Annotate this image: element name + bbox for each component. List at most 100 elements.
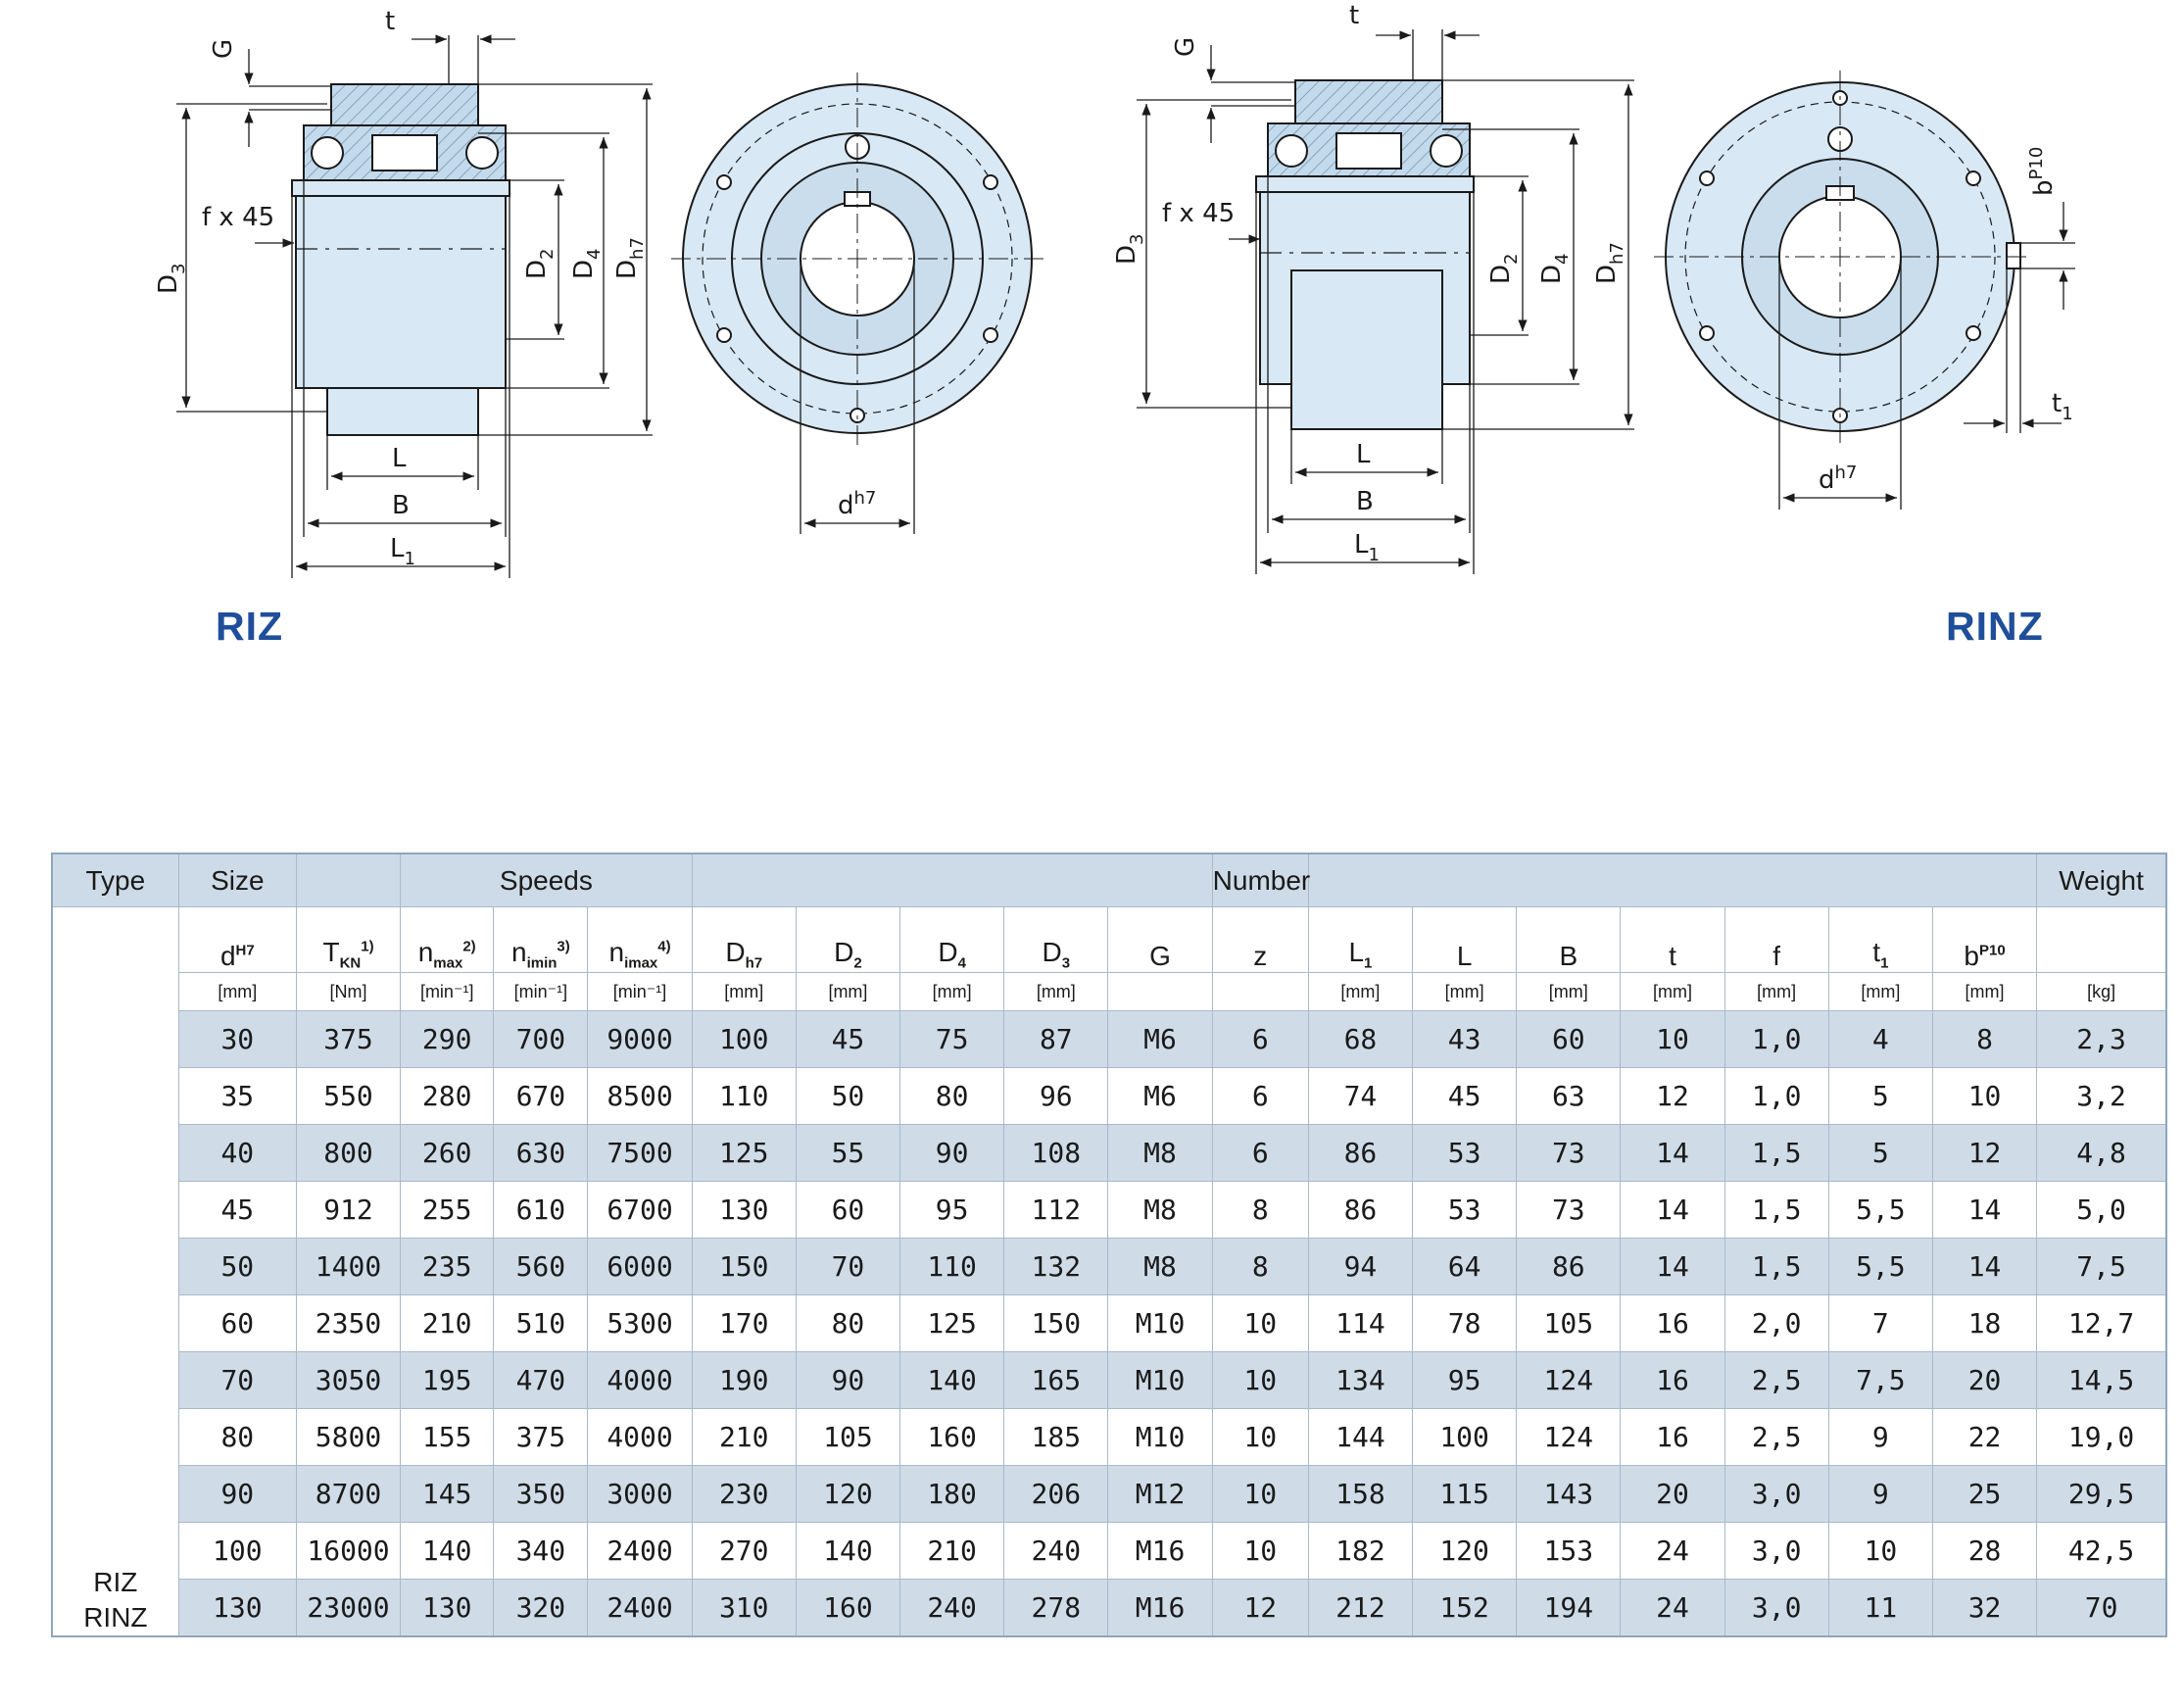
table-cell: 8	[1211, 1238, 1309, 1295]
label-l1-rinz: L1	[1354, 530, 1380, 565]
label-t-riz: t	[385, 7, 395, 36]
label-dh7-rinz: Dh7	[1592, 242, 1627, 284]
table-cell: 550	[295, 1067, 402, 1125]
table-cell: 670	[493, 1067, 589, 1125]
table-cell: 8	[1211, 1181, 1309, 1239]
column-unit: [mm]	[1931, 972, 2038, 1011]
table-cell: 4000	[587, 1408, 693, 1466]
table-cell: 235	[400, 1238, 495, 1295]
header-number: Number	[1211, 853, 1310, 907]
table-cell: 9	[1827, 1408, 1933, 1466]
table-cell: M12	[1107, 1465, 1213, 1523]
label-g-rinz: G	[1171, 37, 1200, 57]
label-l-riz: L	[392, 444, 407, 473]
riz-side-view	[291, 83, 510, 436]
table-cell: 510	[493, 1294, 589, 1352]
table-cell: 12	[1931, 1124, 2038, 1182]
table-cell: M10	[1107, 1294, 1213, 1352]
table-cell: 5,5	[1827, 1238, 1933, 1295]
table-cell: 22	[1931, 1408, 2038, 1466]
header-row: Type Size Speeds Number Weight	[51, 853, 2167, 907]
column-unit: [min⁻¹]	[493, 972, 589, 1011]
table-cell: M10	[1107, 1408, 1213, 1466]
table-cell: 5300	[587, 1294, 693, 1352]
table-cell: 112	[1003, 1181, 1109, 1239]
table-cell: 140	[899, 1351, 1005, 1409]
table-cell: 1,0	[1723, 1010, 1829, 1068]
table-cell: 1,5	[1723, 1238, 1829, 1295]
table-cell: 18	[1931, 1294, 2038, 1352]
table-cell: 1,5	[1723, 1181, 1829, 1239]
table-cell: 3,0	[1723, 1522, 1829, 1580]
column-unit: [mm]	[1003, 972, 1109, 1011]
table-cell: 50	[177, 1238, 297, 1295]
table-cell: 3,0	[1723, 1579, 1829, 1637]
table-cell: 28	[1931, 1522, 2038, 1580]
table-cell: 24	[1620, 1579, 1725, 1637]
table-cell: 60	[1516, 1010, 1622, 1068]
header-blank-2	[691, 853, 1213, 907]
table-cell: 70	[177, 1351, 297, 1409]
table-cell: 9000	[587, 1010, 693, 1068]
table-cell: 4000	[587, 1351, 693, 1409]
table-cell: 5	[1827, 1124, 1933, 1182]
column-symbol: bP10	[1931, 906, 2038, 973]
table-cell: 134	[1307, 1351, 1414, 1409]
table-cell: 95	[1412, 1351, 1518, 1409]
table-cell: 29,5	[2036, 1465, 2167, 1523]
table-cell: 340	[493, 1522, 589, 1580]
table-cell: 8	[1931, 1010, 2038, 1068]
table-cell: 100	[177, 1522, 297, 1580]
column-unit: [mm]	[899, 972, 1005, 1011]
table-cell: 290	[400, 1010, 495, 1068]
table-cell: 73	[1516, 1124, 1622, 1182]
table-cell: 5,5	[1827, 1181, 1933, 1239]
table-cell: 120	[795, 1465, 901, 1523]
table-cell: 70	[2036, 1579, 2167, 1637]
table-cell: 10	[1211, 1351, 1309, 1409]
label-d-rinz: dh7	[1819, 463, 1857, 495]
table-cell: 90	[899, 1124, 1005, 1182]
table-cell: 140	[795, 1522, 901, 1580]
table-cell: M8	[1107, 1181, 1213, 1239]
label-l-rinz: L	[1356, 440, 1371, 469]
table-cell: 124	[1516, 1351, 1622, 1409]
table-cell: 130	[400, 1579, 495, 1637]
label-l1-riz: L1	[390, 534, 415, 569]
label-d-riz: dh7	[838, 488, 876, 520]
table-cell: 10	[1931, 1067, 2038, 1125]
table-cell: 60	[177, 1294, 297, 1352]
table-cell: 194	[1516, 1579, 1622, 1637]
riz-dimensions	[176, 34, 653, 578]
table-cell: 16	[1620, 1351, 1725, 1409]
label-fx45-rinz: f x 45	[1162, 199, 1235, 228]
table-cell: 3050	[295, 1351, 402, 1409]
column-unit: [mm]	[1307, 972, 1414, 1011]
table-cell: 7500	[587, 1124, 693, 1182]
table-cell: 12	[1620, 1067, 1725, 1125]
column-symbol: dH7	[177, 906, 297, 973]
column-unit: [min⁻¹]	[400, 972, 495, 1011]
table-cell: 160	[795, 1579, 901, 1637]
table-cell: 210	[899, 1522, 1005, 1580]
table-cell: 73	[1516, 1181, 1622, 1239]
table-cell: 64	[1412, 1238, 1518, 1295]
table-cell: 800	[295, 1124, 402, 1182]
table-cell: 350	[493, 1465, 589, 1523]
table-cell: 7,5	[1827, 1351, 1933, 1409]
table-cell: 53	[1412, 1181, 1518, 1239]
column-symbol: f	[1723, 906, 1829, 973]
riz-front-view	[671, 73, 1043, 534]
table-cell: 90	[795, 1351, 901, 1409]
table-cell: 5800	[295, 1408, 402, 1466]
table-cell: 16000	[295, 1522, 402, 1580]
table-cell: 278	[1003, 1579, 1109, 1637]
table-cell: 6000	[587, 1238, 693, 1295]
